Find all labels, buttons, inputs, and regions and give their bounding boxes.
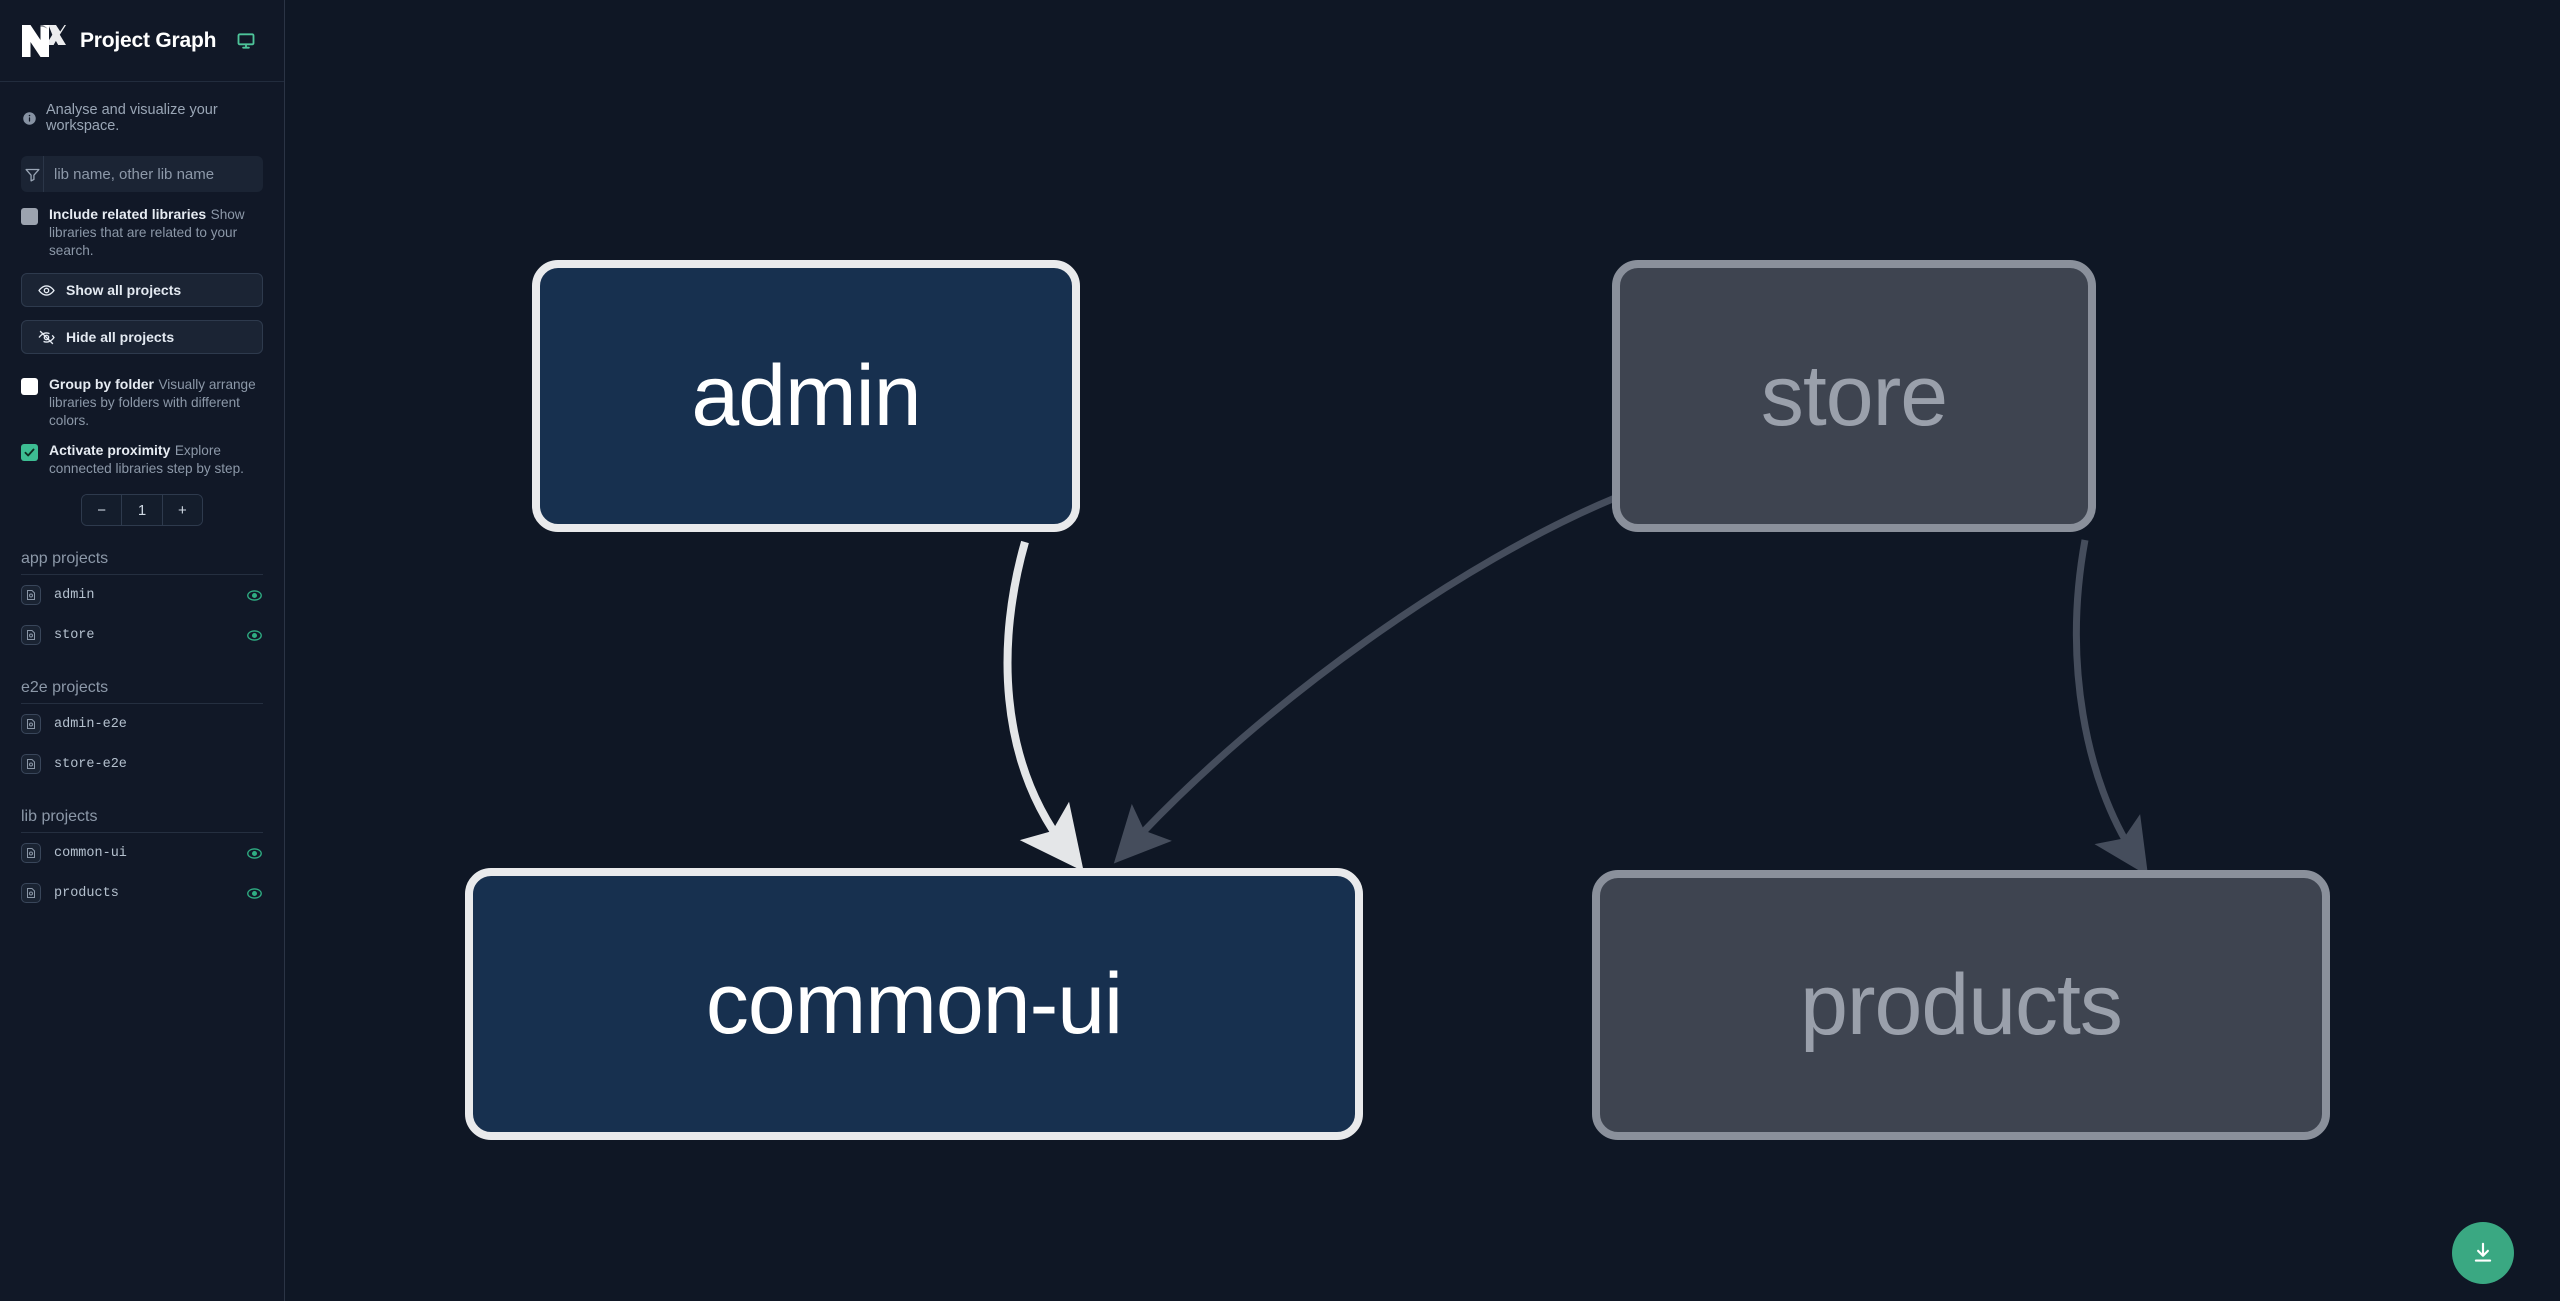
eye-circle-icon[interactable] — [246, 845, 263, 862]
project-icon — [21, 754, 41, 774]
project-icon — [21, 714, 41, 734]
graph-node-label: products — [1800, 957, 2123, 1053]
checkbox-group-by-folder[interactable]: Group by folder Visually arrange librari… — [21, 376, 263, 430]
sidebar-body: Include related libraries Show libraries… — [0, 134, 284, 913]
eye-circle-icon[interactable] — [246, 587, 263, 604]
checkbox-label: Activate proximity — [49, 442, 171, 458]
project-name: store-e2e — [54, 756, 127, 772]
graph-node-label: store — [1760, 348, 1948, 444]
checkbox-box[interactable] — [21, 444, 38, 461]
checkbox-include-related-libraries[interactable]: Include related libraries Show libraries… — [21, 206, 263, 260]
list-item-admin[interactable]: admin — [21, 575, 263, 615]
list-item-store-e2e[interactable]: store-e2e — [21, 744, 263, 784]
checkbox-box[interactable] — [21, 208, 38, 225]
graph-node-admin[interactable]: admin — [532, 260, 1080, 532]
download-button[interactable] — [2452, 1222, 2514, 1284]
section-heading-e2e-projects: e2e projects — [21, 679, 263, 704]
eye-circle-icon[interactable] — [246, 627, 263, 644]
filter-icon — [21, 156, 44, 192]
edge-store-to-common-ui — [1113, 494, 1617, 864]
list-item-common-ui[interactable]: common-ui — [21, 833, 263, 873]
sidebar-header: Project Graph — [0, 0, 284, 82]
project-icon — [21, 843, 41, 863]
tagline-text: Analyse and visualize your workspace. — [46, 102, 218, 134]
nx-logo-icon — [20, 20, 66, 62]
checkbox-label: Include related libraries — [49, 206, 207, 222]
tagline: Analyse and visualize your workspace. — [0, 82, 284, 134]
sidebar: Project Graph Analyse and visualize your… — [0, 0, 285, 1301]
checkbox-box[interactable] — [21, 378, 38, 395]
project-name: common-ui — [54, 845, 127, 861]
graph-node-label: admin — [691, 348, 921, 444]
list-item-products[interactable]: products — [21, 873, 263, 913]
show-all-projects-label: Show all projects — [66, 282, 182, 298]
project-name: products — [54, 885, 119, 901]
project-name: admin — [54, 587, 95, 603]
checkbox-description: Visually arrange libraries by folders wi… — [49, 377, 256, 428]
eye-circle-icon[interactable] — [246, 885, 263, 902]
eye-icon — [38, 282, 55, 299]
project-name: store — [54, 627, 95, 643]
edge-store-to-products — [2072, 539, 2149, 876]
list-item-store[interactable]: store — [21, 615, 263, 655]
monitor-icon[interactable] — [230, 31, 256, 51]
hide-all-projects-button[interactable]: Hide all projects — [21, 320, 263, 354]
graph-canvas[interactable]: admin store common-ui products — [285, 0, 2560, 1301]
project-icon — [21, 585, 41, 605]
graph-node-products[interactable]: products — [1592, 870, 2330, 1140]
project-icon — [21, 883, 41, 903]
checkbox-description: Explore connected libraries step by step… — [49, 443, 244, 476]
proximity-value: 1 — [121, 495, 162, 525]
proximity-decrement-button[interactable]: − — [82, 495, 122, 525]
search-input[interactable] — [44, 156, 263, 192]
list-item-admin-e2e[interactable]: admin-e2e — [21, 704, 263, 744]
graph-edges — [1003, 494, 2149, 876]
proximity-increment-button[interactable]: + — [161, 495, 202, 525]
info-icon — [22, 111, 37, 126]
checkbox-description: Show libraries that are related to your … — [49, 207, 245, 258]
project-name: admin-e2e — [54, 716, 127, 732]
page-title: Project Graph — [80, 28, 217, 52]
section-heading-lib-projects: lib projects — [21, 808, 263, 833]
graph-node-label: common-ui — [705, 956, 1123, 1052]
download-icon — [2470, 1240, 2496, 1266]
section-heading-app-projects: app projects — [21, 550, 263, 575]
checkbox-activate-proximity[interactable]: Activate proximity Explore connected lib… — [21, 442, 263, 478]
show-all-projects-button[interactable]: Show all projects — [21, 273, 263, 307]
project-icon — [21, 625, 41, 645]
eye-off-icon — [38, 329, 55, 346]
graph-node-common-ui[interactable]: common-ui — [465, 868, 1363, 1140]
graph-node-store[interactable]: store — [1612, 260, 2096, 532]
edge-admin-to-common-ui — [1003, 540, 1084, 872]
checkbox-label: Group by folder — [49, 376, 154, 392]
proximity-stepper[interactable]: − 1 + — [81, 494, 203, 526]
search-field[interactable] — [21, 156, 263, 192]
hide-all-projects-label: Hide all projects — [66, 329, 175, 345]
